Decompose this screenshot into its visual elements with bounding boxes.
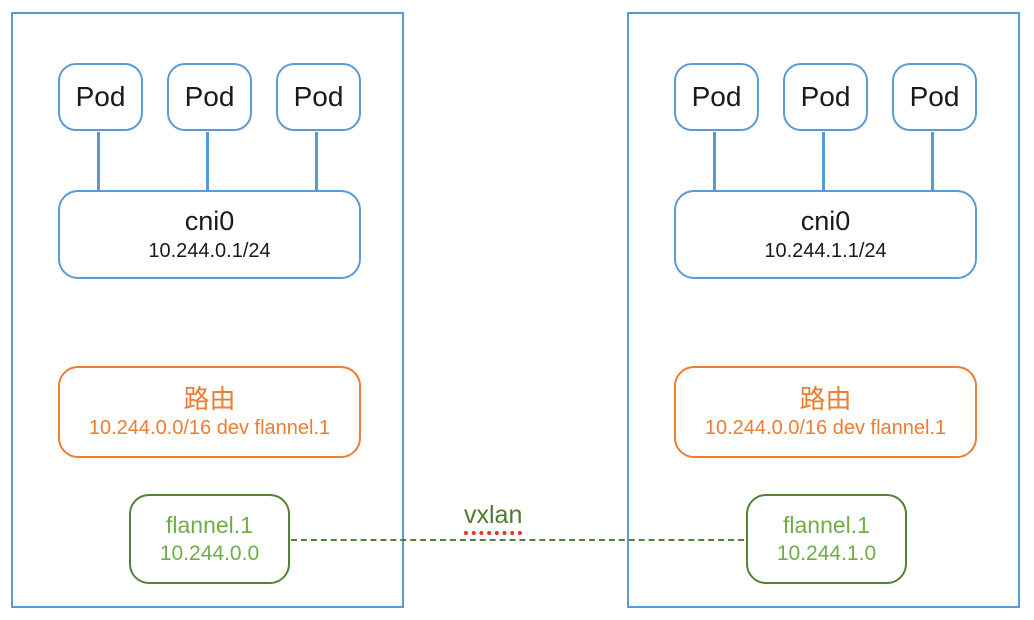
node-2: Pod Pod Pod cni0 10.244.1.1/24 路由 10.244… xyxy=(627,12,1020,608)
vxlan-label: vxlan xyxy=(464,501,523,535)
pod-cni0-connector-line xyxy=(315,132,318,190)
cni0-title: cni0 xyxy=(184,206,235,237)
flannel-interface-box: flannel.1 10.244.1.0 xyxy=(746,494,907,584)
pod-label: Pod xyxy=(909,81,960,112)
cni0-bridge-box: cni0 10.244.0.1/24 xyxy=(58,190,361,279)
flannel-interface-box: flannel.1 10.244.0.0 xyxy=(129,494,290,584)
pod-cni0-connector-line xyxy=(206,132,209,190)
flannel-ip: 10.244.0.0 xyxy=(159,541,260,565)
route-title: 路由 xyxy=(799,383,852,414)
route-rule: 10.244.0.0/16 dev flannel.1 xyxy=(704,417,947,440)
route-table-box: 路由 10.244.0.0/16 dev flannel.1 xyxy=(58,366,361,458)
pod-box: Pod xyxy=(892,63,977,131)
route-table-box: 路由 10.244.0.0/16 dev flannel.1 xyxy=(674,366,977,458)
pod-cni0-connector-line xyxy=(822,132,825,190)
pod-box: Pod xyxy=(58,63,143,131)
pod-label: Pod xyxy=(184,81,235,112)
pod-label: Pod xyxy=(800,81,851,112)
cni0-bridge-box: cni0 10.244.1.1/24 xyxy=(674,190,977,279)
pod-box: Pod xyxy=(167,63,252,131)
pod-box: Pod xyxy=(674,63,759,131)
pod-box: Pod xyxy=(276,63,361,131)
pod-box: Pod xyxy=(783,63,868,131)
pod-cni0-connector-line xyxy=(931,132,934,190)
vxlan-tunnel-dashed-line xyxy=(291,539,744,541)
cni0-title: cni0 xyxy=(800,206,851,237)
pod-cni0-connector-line xyxy=(713,132,716,190)
route-rule: 10.244.0.0/16 dev flannel.1 xyxy=(88,417,331,440)
cni0-ip: 10.244.1.1/24 xyxy=(764,239,887,262)
cni0-ip: 10.244.0.1/24 xyxy=(148,239,271,262)
pod-label: Pod xyxy=(691,81,742,112)
route-title: 路由 xyxy=(183,383,236,414)
pod-label: Pod xyxy=(293,81,344,112)
pod-cni0-connector-line xyxy=(97,132,100,190)
node-1: Pod Pod Pod cni0 10.244.0.1/24 路由 10.244… xyxy=(11,12,404,608)
flannel-title: flannel.1 xyxy=(166,511,253,538)
flannel-title: flannel.1 xyxy=(783,511,870,538)
flannel-ip: 10.244.1.0 xyxy=(776,541,877,565)
pod-label: Pod xyxy=(75,81,126,112)
